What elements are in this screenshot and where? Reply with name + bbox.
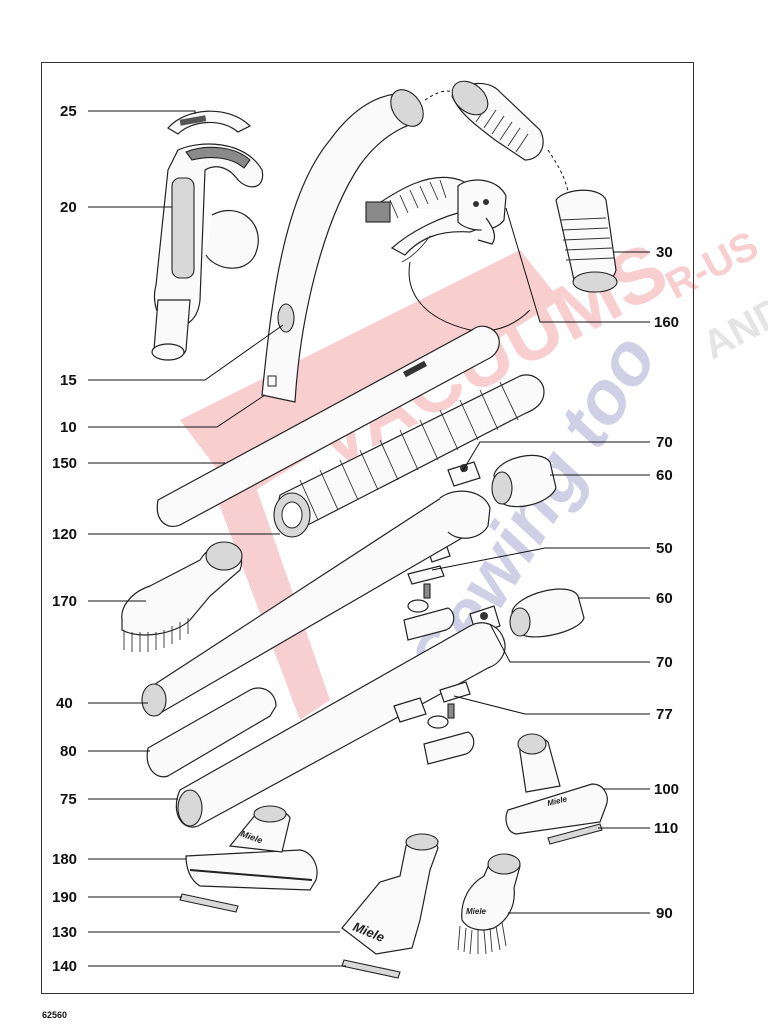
part-50-clip-parts	[403, 543, 455, 641]
part-100-floor-tool: Miele	[505, 733, 608, 835]
label-15: 15	[60, 372, 77, 389]
part-170-dusting-brush	[121, 541, 243, 652]
label-90: 90	[656, 905, 673, 922]
watermark-red-v	[210, 470, 330, 720]
label-130: 130	[52, 924, 77, 941]
part-40-upper-tube	[141, 490, 491, 717]
label-110: 110	[654, 820, 678, 837]
label-70-lower: 70	[656, 654, 673, 671]
label-160: 160	[654, 314, 679, 331]
leader-70-upper	[461, 441, 650, 473]
part-140-strip	[341, 959, 401, 979]
part-60-sleeve-lower	[509, 588, 585, 638]
label-60-upper: 60	[656, 467, 673, 484]
part-77-clip-parts	[423, 681, 475, 765]
part-150-long-tube	[156, 325, 500, 527]
leader-25	[88, 110, 196, 114]
part-190-strip	[179, 893, 239, 913]
part-20-handle	[151, 143, 264, 361]
part-25-handle-cap	[167, 110, 252, 135]
part-120-flexible-hose	[273, 374, 545, 538]
label-50: 50	[656, 540, 673, 557]
part-160-hose-swivel	[365, 176, 531, 332]
part-80-crevice-tool	[146, 687, 277, 778]
part-130-upholstery-nozzle: Miele	[341, 833, 439, 955]
label-30: 30	[656, 244, 673, 261]
drawing-code: 62560	[42, 1010, 68, 1020]
leader-77	[453, 695, 650, 715]
part-60-sleeve-upper	[491, 454, 557, 508]
label-180: 180	[52, 851, 77, 868]
watermark-line2: R-US	[659, 223, 766, 308]
part-30-hose-connector	[424, 80, 618, 293]
label-100: 100	[654, 781, 679, 798]
leader-70-lower	[489, 623, 650, 663]
part-75-lower-tube	[175, 622, 506, 828]
label-75: 75	[60, 791, 77, 808]
label-190: 190	[52, 889, 77, 906]
part-10-curved-wand	[261, 89, 424, 403]
label-20: 20	[60, 199, 77, 216]
leader-50	[431, 547, 650, 571]
label-140: 140	[52, 958, 77, 975]
watermark-line3: AND	[696, 288, 768, 368]
label-40: 40	[56, 695, 73, 712]
label-150: 150	[52, 455, 77, 472]
part-90-brand-mark: Miele	[466, 907, 487, 916]
part-90-round-brush: Miele	[457, 853, 521, 955]
part-70-latch-upper	[447, 461, 481, 487]
label-70-upper: 70	[656, 434, 673, 451]
leader-10	[88, 394, 266, 428]
label-25: 25	[60, 103, 77, 120]
part-180-upholstery-tool: Miele	[185, 805, 318, 891]
label-10: 10	[60, 419, 77, 436]
part-labels: 25 20 15 10 150 120 170 40 80 75 180 190…	[52, 103, 679, 975]
label-60-lower: 60	[656, 590, 673, 607]
leader-15	[88, 324, 284, 381]
label-120: 120	[52, 526, 77, 543]
part-110-strip	[547, 823, 603, 845]
leader-160	[505, 207, 650, 323]
leader-lines	[88, 110, 650, 967]
label-80: 80	[60, 743, 77, 760]
label-170: 170	[52, 593, 77, 610]
label-77: 77	[656, 706, 673, 723]
diagram-frame	[41, 62, 694, 994]
